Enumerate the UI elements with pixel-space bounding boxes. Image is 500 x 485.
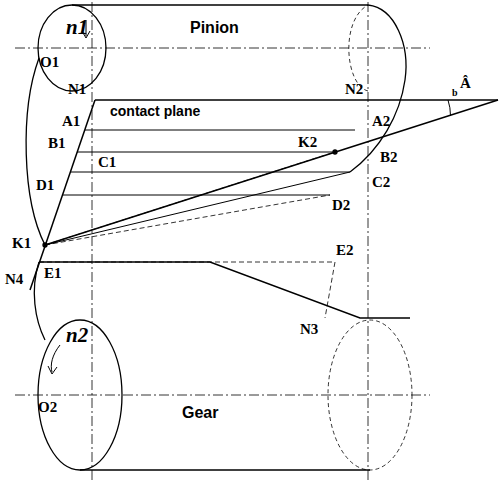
part-name: Pinion <box>190 20 239 36</box>
point-label: E2 <box>336 243 354 258</box>
point-label: C2 <box>372 175 390 190</box>
point-label: D2 <box>332 198 350 213</box>
plane-name: contact plane <box>110 104 200 118</box>
speed-symbol: n2 <box>66 325 88 346</box>
point-label: N2 <box>345 82 363 97</box>
point-label: D1 <box>36 178 54 193</box>
part-name: Gear <box>182 405 218 421</box>
center-mark: O2 <box>38 400 57 415</box>
point-label: C1 <box>98 155 116 170</box>
point-label: B2 <box>380 150 398 165</box>
point-label: E1 <box>44 266 62 281</box>
center-mark: O1 <box>40 55 59 70</box>
speed-symbol: n1 <box>66 17 88 38</box>
point-label: B1 <box>48 136 66 151</box>
point-label: K1 <box>12 236 31 251</box>
point-label: N3 <box>300 322 318 337</box>
point-label: A2 <box>372 114 390 129</box>
angle-subscript: b <box>452 88 458 98</box>
point-label: N1 <box>68 82 86 97</box>
point-label: A1 <box>62 114 80 129</box>
angle-symbol: Â <box>460 76 471 91</box>
point-label: N4 <box>5 272 23 287</box>
point-label: K2 <box>298 135 317 150</box>
